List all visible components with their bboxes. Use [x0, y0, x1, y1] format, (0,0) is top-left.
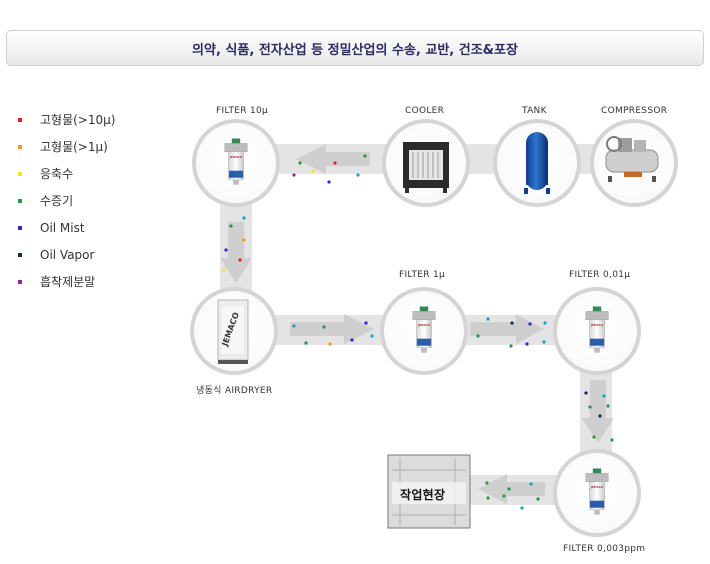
- label-filter-1: FILTER 1μ: [399, 270, 446, 280]
- legend-dot-solid-1: [18, 144, 22, 149]
- label-filter-001: FILTER 0,01μ: [569, 270, 631, 280]
- label-filter-0003: FILTER 0,003ppm: [563, 544, 646, 554]
- legend-label: 수증기: [40, 194, 74, 208]
- legend-item: Oil Vapor: [18, 241, 115, 268]
- filter-001-icon: [585, 306, 609, 354]
- cooler-icon: [403, 142, 449, 193]
- compressor-icon: [605, 136, 659, 182]
- legend-item: 응축수: [18, 160, 115, 187]
- label-filter-10: FILTER 10μ: [216, 106, 269, 116]
- page-title: 의약, 식품, 전자산업 등 정밀산업의 수송, 교반, 건조&포장: [6, 30, 704, 66]
- legend-dot-condensate: [18, 171, 22, 176]
- legend-item: 고형물(>1μ): [18, 133, 115, 160]
- label-tank: TANK: [522, 106, 547, 116]
- arrow-left-bottom: [478, 474, 545, 504]
- filter-0003-icon: [585, 468, 609, 516]
- legend-dot-oil-mist: [18, 225, 22, 230]
- work-site: [387, 454, 471, 529]
- arrow-down-right: [582, 380, 614, 443]
- flow-arrows: [220, 144, 614, 504]
- particles: [222, 154, 614, 510]
- legend-label: 고형물(>1μ): [40, 140, 108, 154]
- tank-icon: [524, 132, 550, 194]
- legend-label: Oil Vapor: [40, 247, 95, 262]
- label-compressor: COMPRESSOR: [601, 106, 668, 116]
- filter-10-icon: [224, 138, 248, 186]
- label-work-site: 작업현장: [400, 488, 446, 502]
- label-airdryer: 냉동식 AIRDRYER: [196, 386, 273, 396]
- legend-label: 고형물(>10μ): [40, 113, 116, 127]
- filter-1-icon: [412, 306, 436, 354]
- legend-label: 흡착제분말: [40, 275, 96, 289]
- legend: 고형물(>10μ) 고형물(>1μ) 응축수 수증기 Oil Mist Oil …: [18, 106, 115, 295]
- label-cooler: COOLER: [405, 106, 445, 116]
- arrow-right-middle: [290, 314, 374, 344]
- legend-label: 응축수: [40, 167, 74, 181]
- legend-dot-adsorbent: [18, 279, 22, 284]
- airdryer-icon: JEMACO: [217, 299, 249, 364]
- legend-item: 수증기: [18, 187, 115, 214]
- legend-dot-solid-10: [18, 117, 22, 122]
- arrow-down-left: [220, 222, 252, 283]
- arrow-right-middle-2: [470, 314, 544, 344]
- legend-item: 흡착제분말: [18, 268, 115, 295]
- legend-dot-oil-vapor: [18, 252, 22, 257]
- legend-item: 고형물(>10μ): [18, 106, 115, 133]
- legend-item: Oil Mist: [18, 214, 115, 241]
- arrow-left-top: [296, 144, 370, 174]
- legend-label: Oil Mist: [40, 220, 85, 235]
- legend-dot-vapor: [18, 198, 22, 203]
